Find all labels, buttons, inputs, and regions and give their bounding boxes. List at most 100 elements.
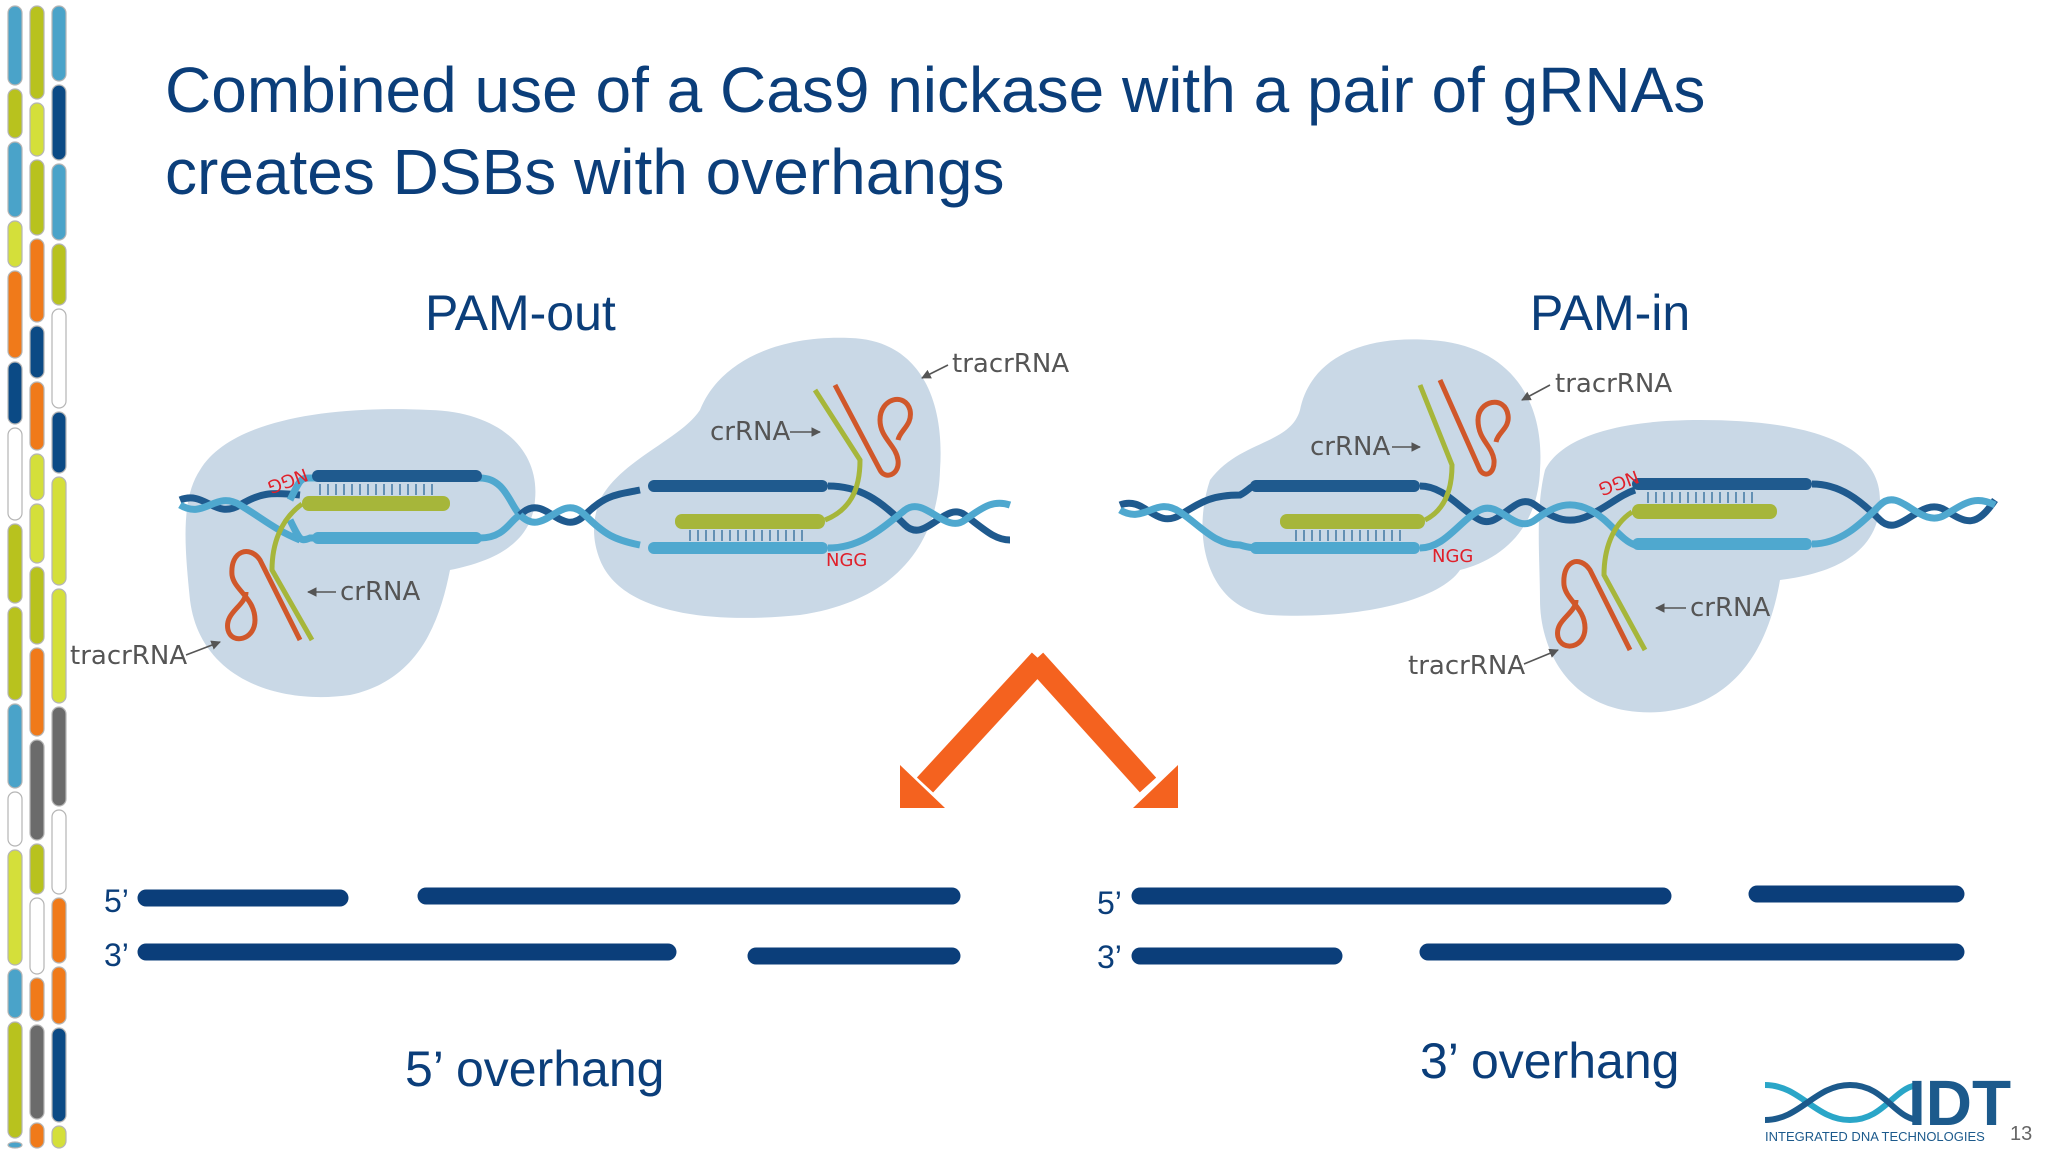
- side-strip-segment: [51, 1027, 67, 1123]
- side-strip-segment: [7, 361, 23, 425]
- dna-helix-right-a: [827, 482, 1011, 544]
- side-strip-segment: [7, 141, 23, 218]
- dna-helix-middle-b: [517, 504, 641, 549]
- dna-in-helix-middle-b: [1419, 501, 1637, 552]
- right-overhang-caption: 3’ overhang: [1420, 1033, 1679, 1089]
- side-strip-segment: [51, 966, 67, 1025]
- dna-in-strand-left-top: [1250, 480, 1420, 492]
- pam-out-diagram: tracrRNA crRNA crRNA tracrRNA NGG NGG: [70, 337, 1069, 698]
- guide-in-bar-right: [1632, 504, 1777, 519]
- side-strip-segment: [7, 791, 23, 847]
- tracrrna-in-top-strand: [1437, 378, 1511, 477]
- left-top-strand-label: 5’: [104, 883, 129, 919]
- side-decoration-strip: [7, 5, 67, 1149]
- side-strip-segment: [51, 476, 67, 586]
- dna-in-helix-middle-a: [1419, 482, 1637, 526]
- guide-bar-right: [675, 514, 825, 529]
- side-strip-segment: [7, 220, 23, 268]
- side-strip-segment: [29, 739, 45, 841]
- base-pairs-in-right: [1647, 492, 1753, 503]
- pam-out-tracrrna-pointer-right: [921, 364, 949, 379]
- side-strip-segment: [51, 809, 67, 895]
- split-arrow-right-shaft: [1026, 652, 1157, 793]
- side-strip-segment: [51, 588, 67, 704]
- side-strip-segment: [29, 503, 45, 564]
- side-strip-segment: [51, 897, 67, 964]
- idt-logo-helix-icon-strand: [1764, 1081, 1921, 1123]
- side-strip-segment: [51, 5, 67, 82]
- side-strip-segment: [29, 453, 45, 501]
- slide-title-line-2: creates DSBs with overhangs: [165, 136, 1005, 208]
- dna-in-strand-left-bottom: [1250, 542, 1420, 554]
- page-number: 13: [2010, 1123, 2032, 1145]
- dna-helix-middle-a: [517, 486, 641, 526]
- side-strip-segment: [51, 308, 67, 409]
- side-strip-segment: [29, 5, 45, 100]
- split-arrow-right-head: [1133, 765, 1178, 808]
- side-strip-segment: [29, 1122, 45, 1149]
- side-strip-segment: [7, 427, 23, 521]
- side-strip-segment: [7, 968, 23, 1019]
- side-strip-segment: [29, 843, 45, 895]
- dna-in-helix-right-a: [1811, 480, 1998, 529]
- left-overhang-caption: 5’ overhang: [405, 1041, 664, 1097]
- pam-out-tracrrna-pointer-left: [185, 640, 221, 656]
- pam-out-heading: PAM-out: [425, 285, 616, 341]
- crrna-right-strand: [812, 388, 863, 523]
- pam-in-tracrrna-label-top: tracrRNA: [1555, 369, 1672, 399]
- pam-out-crrna-label-left: crRNA: [340, 577, 420, 607]
- pam-out-tracrrna-label-right: tracrRNA: [952, 349, 1069, 379]
- idt-logo-tagline: INTEGRATED DNA TECHNOLOGIES: [1765, 1129, 1985, 1144]
- dna-strand-right-top: [648, 480, 828, 492]
- side-strip-segment: [51, 706, 67, 807]
- dna-strand-left-bottom: [312, 532, 482, 544]
- side-strip-segment: [7, 849, 23, 966]
- result-3prime-overhang: 5’ 3’ 3’ overhang: [1097, 885, 1965, 1089]
- tracrrna-right-strand: [832, 383, 913, 478]
- cas9-protein-right: [594, 337, 941, 618]
- side-strip-segment: [7, 1141, 23, 1149]
- dna-helix-right-b: [827, 499, 1012, 552]
- pam-out-ngg-label: NGG: [826, 550, 867, 571]
- dna-in-strand-right-top: [1632, 478, 1812, 490]
- side-strip-segment: [29, 381, 45, 451]
- pam-in-tracrrna-label-bottom: tracrRNA: [1408, 651, 1525, 681]
- crrna-left-strand: [269, 501, 315, 642]
- idt-logo-helix-icon: [1764, 1082, 1921, 1124]
- pam-in-crrna-label-top: crRNA: [1310, 432, 1390, 462]
- tracrrna-left-strand: [225, 549, 303, 642]
- right-bottom-strand-label: 3’: [1097, 939, 1122, 975]
- right-top-strand-label: 5’: [1097, 885, 1122, 921]
- side-strip-segment: [51, 84, 67, 161]
- pam-in-tracrrna-pointer-top: [1521, 384, 1551, 401]
- pam-out-crrna-label-right: crRNA: [710, 417, 790, 447]
- pam-in-tracrrna-pointer-bottom: [1523, 648, 1559, 665]
- dna-in-helix-right-b: [1811, 496, 1997, 548]
- left-bottom-strand-label: 3’: [104, 937, 129, 973]
- side-strip-segment: [51, 411, 67, 474]
- pam-in-ngg-label: NGG: [1432, 546, 1473, 567]
- side-strip-segment: [29, 897, 45, 975]
- crrna-in-top-strand: [1417, 384, 1455, 523]
- slide-title-line-1: Combined use of a Cas9 nickase with a pa…: [165, 54, 1705, 126]
- side-strip-segment: [7, 703, 23, 789]
- cas9-protein-in-left: [1202, 339, 1541, 616]
- result-5prime-overhang: 5’ 3’ 5’ overhang: [104, 883, 961, 1097]
- dna-strand-right-bottom: [648, 542, 828, 554]
- split-arrow-left-head: [900, 765, 945, 808]
- base-pairs-left: [319, 484, 433, 495]
- guide-bar-left: [302, 496, 450, 511]
- side-strip-segment: [7, 270, 23, 359]
- side-strip-segment: [29, 325, 45, 379]
- idt-logo: IDT INTEGRATED DNA TECHNOLOGIES: [1764, 1067, 2011, 1144]
- pam-in-diagram: tracrRNA crRNA crRNA tracrRNA NGG NGG: [1118, 339, 1998, 713]
- side-strip-segment: [29, 102, 45, 157]
- idt-logo-wordmark: IDT: [1908, 1067, 2011, 1139]
- split-arrow: [900, 652, 1178, 808]
- side-strip-segment: [29, 238, 45, 323]
- base-pairs-right: [689, 530, 803, 541]
- side-strip-segment: [51, 1125, 67, 1149]
- tracrrna-in-bottom-strand: [1555, 559, 1633, 652]
- side-strip-segment: [51, 163, 67, 241]
